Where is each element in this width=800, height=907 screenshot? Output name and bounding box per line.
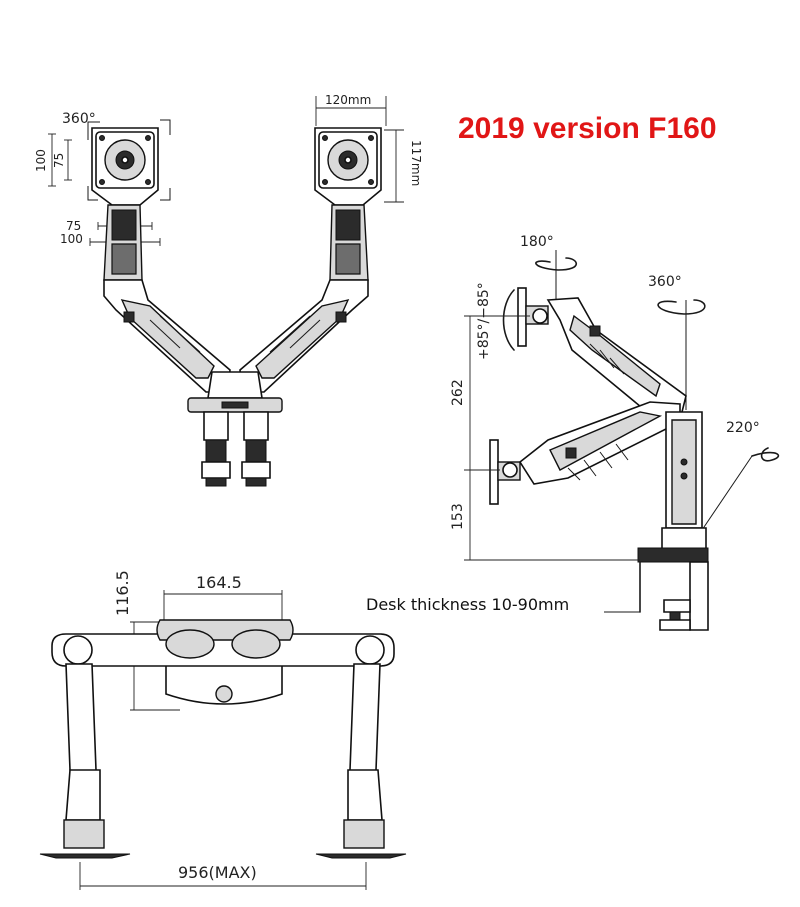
front-view: 360° 100 75 75 100 xyxy=(34,93,423,487)
plate-height-label: 117mm xyxy=(409,140,423,186)
side-pole xyxy=(637,411,709,631)
swivel-arrow xyxy=(657,299,706,315)
vesa-inner-vertical: 75 xyxy=(52,153,66,168)
desk-thickness-label: Desk thickness 10-90mm xyxy=(366,595,569,614)
side-view: 180° 360° +85°/−85° 220° xyxy=(366,234,779,631)
vesa-inner-horizontal: 75 xyxy=(66,219,81,233)
front-rotation-label: 360° xyxy=(62,111,96,127)
base-swivel-arrow xyxy=(751,447,779,462)
upper-mount xyxy=(517,287,687,417)
right-drop-arm xyxy=(349,663,381,786)
vesa-outer-vertical: 100 xyxy=(34,149,48,172)
base-width-label: 164.5 xyxy=(196,573,242,592)
tilt-top-arrow xyxy=(535,257,578,271)
product-title: 2019 version F160 xyxy=(458,112,717,145)
tilt-range-arrow xyxy=(502,289,515,351)
right-vesa-plate xyxy=(314,96,404,206)
tilt-range-label: +85°/−85° xyxy=(476,282,492,360)
plate-width-label: 120mm xyxy=(325,93,371,107)
tilt-top-label: 180° xyxy=(520,234,554,250)
base-swivel-label: 220° xyxy=(726,420,760,436)
top-down-view: 164.5 116.5 956(MAX) xyxy=(39,570,407,890)
depth-label: 116.5 xyxy=(113,570,132,616)
front-base xyxy=(187,371,283,487)
base-puck xyxy=(165,663,283,705)
left-arm xyxy=(103,204,231,393)
height-upper-label: 262 xyxy=(450,379,466,406)
left-drop-arm xyxy=(65,663,97,786)
vesa-dimensions xyxy=(48,133,161,246)
max-span-label: 956(MAX) xyxy=(178,863,257,882)
swivel-label: 360° xyxy=(648,274,682,290)
height-lower-label: 153 xyxy=(450,503,466,530)
lower-mount xyxy=(489,401,681,505)
left-vesa-plate xyxy=(87,119,171,206)
right-arm xyxy=(239,204,369,393)
vesa-outer-horizontal: 100 xyxy=(60,232,83,246)
height-dimensions xyxy=(464,315,640,561)
